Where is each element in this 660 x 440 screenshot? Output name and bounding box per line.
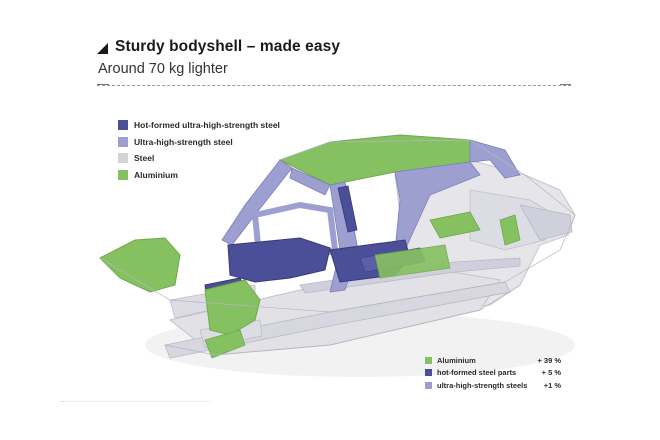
page-title: Sturdy bodyshell – made easy — [115, 38, 341, 55]
right-sill — [299, 257, 521, 294]
b-pillar-reinforcement — [337, 185, 358, 233]
weight-stats: Aluminium + 39 % hot-formed steel parts … — [425, 354, 561, 392]
front-bumper-beam — [204, 329, 246, 359]
divider-rule-left-cap — [97, 84, 109, 85]
legend-label: Steel — [134, 153, 155, 163]
legend-item-aluminium: Aluminium — [118, 168, 280, 182]
stat-row-ultra-high-strength: ultra-high-strength steels +1 % — [425, 379, 561, 391]
legend-swatch — [118, 136, 128, 147]
stat-value: +1 % — [543, 380, 561, 390]
stat-swatch — [425, 381, 432, 389]
material-legend: Hot-formed ultra-high-strength steel Ult… — [118, 118, 280, 184]
roof-frame-left — [289, 167, 331, 196]
stat-row-hot-formed: hot-formed steel parts + 5 % — [425, 367, 561, 379]
legend-label: Aluminium — [134, 169, 178, 180]
legend-item-ultra-high-strength: Ultra-high-strength steel — [118, 135, 280, 149]
stat-row-aluminium: Aluminium + 39 % — [425, 354, 561, 366]
stat-swatch — [425, 356, 432, 364]
front-strut-tower-right — [204, 279, 261, 336]
stat-value: + 5 % — [541, 368, 561, 377]
footnote-line — [60, 401, 210, 406]
rear-roof-frame — [469, 139, 521, 179]
body-outline-lower — [164, 284, 521, 356]
rear-aluminium-panel — [374, 244, 451, 279]
title-row: Sturdy bodyshell – made easy — [97, 38, 577, 56]
rear-bumper-beam — [519, 204, 573, 241]
page-subtitle: Around 70 kg lighter — [98, 61, 228, 77]
body-outline — [99, 139, 576, 313]
header: Sturdy bodyshell – made easy Around 70 k… — [97, 38, 577, 77]
divider-rule — [97, 85, 571, 86]
triangle-bullet-icon — [97, 42, 108, 54]
legend-label: Ultra-high-strength steel — [134, 136, 233, 147]
c-pillar — [394, 161, 481, 251]
legend-swatch — [118, 120, 128, 130]
stat-label: ultra-high-strength steels — [437, 380, 528, 390]
legend-swatch — [118, 169, 128, 180]
stat-label: hot-formed steel parts — [437, 368, 517, 377]
divider-rule-right-cap — [560, 84, 571, 85]
legend-label: Hot-formed ultra-high-strength steel — [134, 120, 280, 130]
bulkhead-hot-formed — [227, 237, 331, 283]
rear-aluminium-bracket — [429, 211, 481, 239]
stat-value: + 39 % — [537, 355, 561, 365]
stat-label: Aluminium — [437, 355, 476, 365]
legend-item-steel: Steel — [118, 151, 280, 165]
stat-swatch — [425, 369, 432, 376]
front-strut-tower-left — [99, 237, 181, 293]
rear-aluminium-side — [499, 214, 521, 246]
legend-item-hot-formed: Hot-formed ultra-high-strength steel — [118, 118, 280, 132]
legend-swatch — [118, 153, 128, 163]
